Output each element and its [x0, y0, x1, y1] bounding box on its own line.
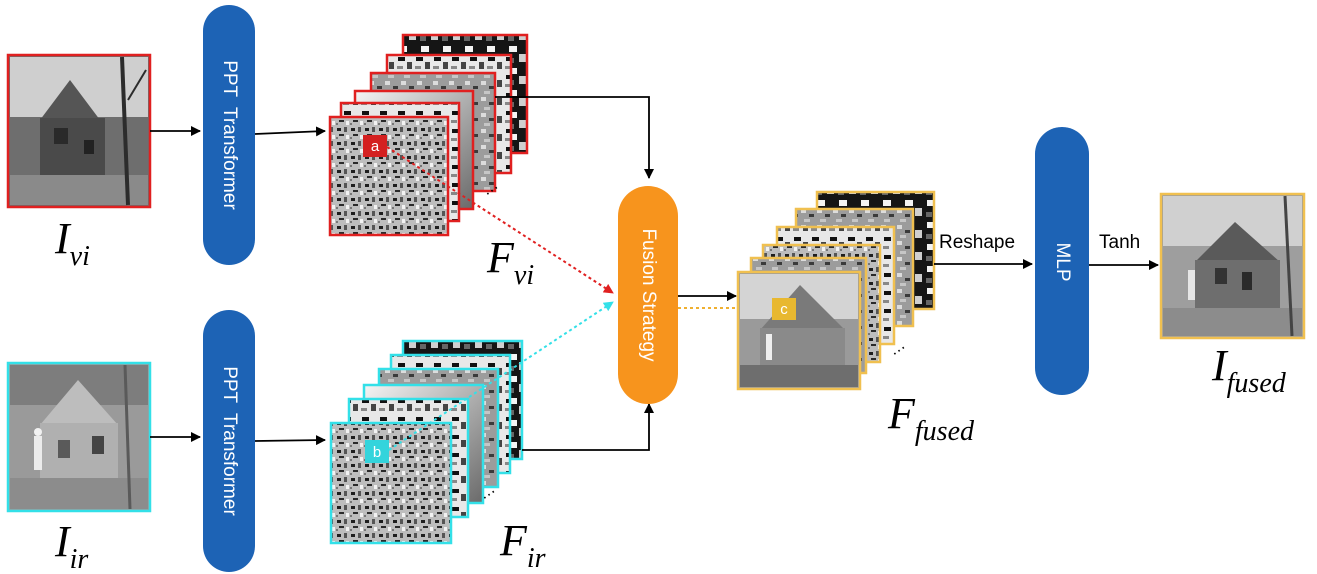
patch-a-marker: a	[363, 135, 387, 157]
bottom-ppt-transformer-block: PPT Transformer	[203, 310, 255, 572]
top-ppt-transformer-block: PPT Transformer	[203, 5, 255, 265]
patch-a-to-fusion-dotted	[386, 146, 614, 294]
patch-b-to-fusion-dotted	[388, 301, 614, 451]
fused-ellipsis: …	[886, 336, 909, 359]
fused-feature-label: Ffused	[887, 389, 975, 447]
arrow-infrared-features-to-fusion	[522, 403, 654, 451]
visible-input-image	[6, 53, 152, 209]
fused-feature-stack	[736, 190, 936, 391]
svg-text:b: b	[373, 444, 381, 461]
bottom-ppt-transformer-label: PPT Transformer	[219, 366, 240, 516]
visible-feature-label: Fvi	[486, 233, 534, 291]
fusion-strategy-label: Fusion Strategy	[638, 228, 659, 362]
visible-ellipsis: …	[479, 176, 502, 199]
arrow-top-encoder-to-features	[254, 126, 326, 137]
visible-feature-stack	[328, 33, 529, 237]
mlp-label: MLP	[1052, 242, 1073, 281]
visible-input-label: Ivi	[54, 214, 90, 272]
infrared-feature-stack	[329, 339, 524, 545]
arrow-bottom-encoder-to-features	[254, 435, 326, 446]
fused-output-image	[1159, 192, 1306, 340]
fused-output-label: Ifused	[1211, 341, 1287, 399]
svg-text:a: a	[371, 138, 380, 155]
infrared-feature-label: Fir	[499, 516, 546, 574]
patch-b-marker: b	[365, 440, 389, 463]
arrow-visible-features-to-fusion	[495, 96, 654, 179]
infrared-ellipsis: …	[476, 480, 499, 503]
reshape-label: Reshape	[939, 232, 1015, 253]
svg-text:c: c	[780, 301, 788, 318]
infrared-input-label: Iir	[54, 517, 88, 574]
patch-c-marker: c	[772, 298, 796, 320]
tanh-label: Tanh	[1099, 232, 1140, 253]
fusion-strategy-block: Fusion Strategy	[618, 186, 678, 404]
top-ppt-transformer-label: PPT Transformer	[219, 60, 240, 210]
infrared-input-image	[6, 361, 152, 513]
mlp-block: MLP	[1035, 127, 1089, 395]
